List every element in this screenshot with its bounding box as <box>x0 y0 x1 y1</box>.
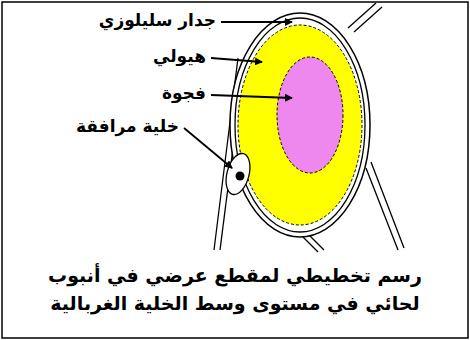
frame <box>2 2 468 338</box>
caption: رسم تخطيطي لمقطع عرضي في أنبوب لحائي في … <box>18 262 452 317</box>
part-label: فجوة <box>162 83 206 103</box>
vacuole <box>277 57 343 173</box>
cytoplasm <box>238 25 362 225</box>
cell-wall <box>230 13 370 237</box>
companion-cell <box>222 151 254 197</box>
part-label: خلية مرافقة <box>76 116 179 136</box>
neighbour-walls <box>214 3 404 252</box>
part-label: جدار سليلوزي <box>99 10 216 30</box>
companion-nucleus <box>236 172 245 181</box>
cell-wall-inner <box>235 18 365 232</box>
part-label: هيولي <box>153 46 206 66</box>
